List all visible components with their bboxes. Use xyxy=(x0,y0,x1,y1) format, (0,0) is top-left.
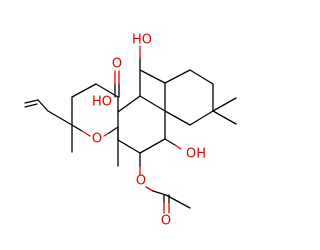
bond xyxy=(108,126,119,134)
bond xyxy=(81,130,91,137)
heteroatom-bonds xyxy=(71,45,182,214)
bond xyxy=(37,99,49,112)
bond xyxy=(212,110,237,125)
bond xyxy=(117,95,141,113)
bond xyxy=(189,110,214,126)
bond xyxy=(139,95,166,112)
bond xyxy=(164,138,176,146)
molecule-diagram: HO O HO O OH O O xyxy=(24,33,237,229)
hydroxyl-label-top: HO xyxy=(132,33,152,48)
bond xyxy=(47,110,73,126)
bond xyxy=(139,138,166,154)
bond xyxy=(24,103,38,108)
carbonyl-oxygen-label: O xyxy=(161,214,171,229)
bond xyxy=(139,69,166,84)
bond xyxy=(24,99,39,104)
bond xyxy=(152,190,167,196)
hydroxyl-label-ring: HO xyxy=(92,95,112,110)
bond xyxy=(164,110,191,126)
bond xyxy=(212,97,237,112)
ester-oxygen-label: O xyxy=(136,174,146,189)
bond xyxy=(189,69,214,85)
structure-canvas: HO O HO O OH O O xyxy=(24,33,237,229)
bond xyxy=(174,144,182,150)
atom-labels: HO O HO O OH O O xyxy=(92,33,206,229)
bond xyxy=(95,83,119,98)
bond xyxy=(71,124,83,132)
bond xyxy=(117,139,141,154)
carbon-bonds xyxy=(24,69,237,209)
bond xyxy=(103,132,110,137)
ring-oxygen-label: O xyxy=(92,132,102,147)
hydroxyl-label-right: OH xyxy=(186,147,206,162)
bond xyxy=(164,69,191,84)
bond xyxy=(71,83,97,98)
ketone-oxygen-label: O xyxy=(112,57,122,72)
bond xyxy=(145,186,154,192)
bond xyxy=(165,194,191,209)
